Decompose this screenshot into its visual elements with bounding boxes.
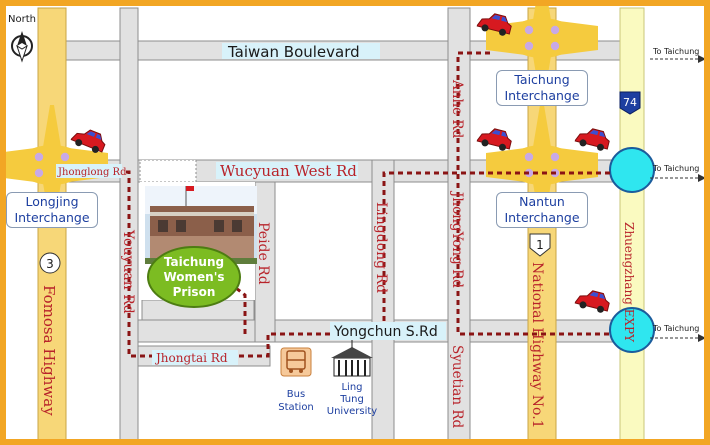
university-icon [331,340,373,377]
road-label-jhongtai: Jhongtai Rd [154,351,228,365]
road-label-expy: Zhuengzhang EXPY [622,222,636,343]
roundabout-wucyuan [609,147,655,193]
bus-station-icon [280,347,312,377]
nantun-interchange-label: Nantun Interchange [496,192,588,228]
road-label-jhongyong: JhongYong Rd [449,190,465,288]
road-label-youyuan: Youyuan Rd [120,229,136,314]
road-label-jhonglong: Jhonglong Rd [57,167,127,178]
compass-icon [11,31,33,63]
zhuengzhang-expy [619,7,645,445]
bus-station-label-1: Bus [287,389,305,400]
road-label-yongchun: Yongchun S.Rd [333,324,438,340]
road-anhe-jhongyong [447,7,471,445]
road-label-anhe: Anhe Rd [449,79,465,139]
road-label-formosa: Fomosa Highway [40,285,58,416]
road-unbuilt [139,159,197,183]
university-label-1: Ling [341,382,362,393]
svg-text:74: 74 [623,96,637,109]
label-bg [330,322,446,340]
to-taichung-label: To Taichung [652,47,699,56]
roundabout-yongchun [609,307,655,353]
to-taichung-label: To Taichung [652,164,699,173]
highway-shield-national: 1 [529,233,551,257]
prison-label-3: Prison [173,285,216,299]
label-bg [216,162,358,179]
route-path [66,51,610,358]
label-bg [152,350,238,365]
longjing-interchange-label: Longjing Interchange [6,192,98,228]
svg-text:1: 1 [536,238,544,252]
road-label-syuetian: Syuetian Rd [449,345,465,429]
university-label-3: University [327,406,378,417]
road-label-taiwan-boulevard: Taiwan Boulevard [227,43,360,61]
label-bg [56,164,122,178]
bus-station-label-2: Station [278,402,314,413]
highway-shield-formosa: 3 [39,252,61,274]
prison-marker [147,246,241,308]
svg-text:3: 3 [46,257,54,271]
compass-label: North [8,14,36,25]
taichung-interchange-label: Taichung Interchange [496,70,588,106]
road-label-national-highway: National Highway No.1 [529,262,545,429]
road-label-peide: Peide Rd [255,222,271,285]
university-label-2: Tung [339,394,364,405]
to-taichung-label: To Taichung [652,324,699,333]
prison-label-2: Women's [163,270,224,284]
road-label-wucyuan: Wucyuan West Rd [220,162,357,180]
highway-shield-expy: 74 [619,91,641,115]
label-bg [222,43,380,59]
prison-label-1: Taichung [164,255,224,269]
road-label-lingdong: Lingdong Rd [373,202,389,293]
